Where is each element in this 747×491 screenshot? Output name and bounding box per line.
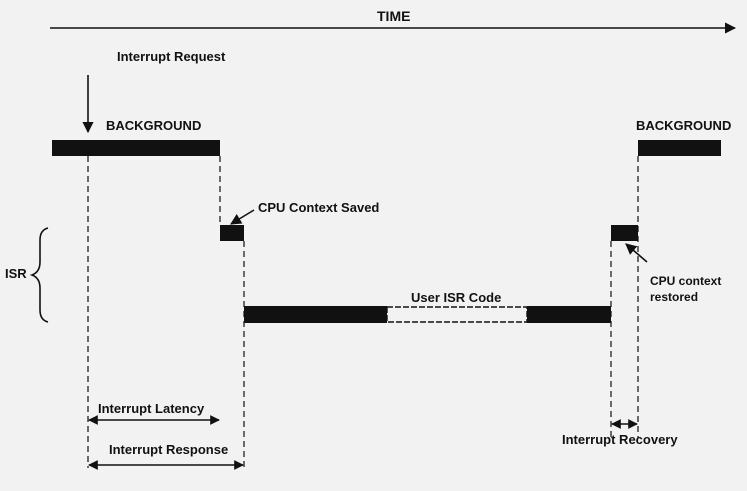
background-label-right: BACKGROUND — [636, 118, 732, 133]
background-bar-right — [638, 140, 721, 156]
isr-bar-segment-2 — [386, 306, 528, 323]
isr-brace — [29, 227, 49, 323]
isr-label: ISR — [5, 266, 27, 281]
cpu-context-restored-arrow — [625, 243, 648, 263]
isr-bar-segment-1 — [244, 306, 387, 323]
interrupt-response-label: Interrupt Response — [109, 442, 229, 457]
cpu-context-restored-label-line1: CPU context — [650, 274, 722, 288]
cpu-context-saved-label: CPU Context Saved — [258, 200, 380, 215]
cpu-context-restore-block — [611, 225, 638, 241]
interrupt-recovery-label: Interrupt Recovery — [562, 432, 678, 447]
time-label: TIME — [377, 8, 411, 24]
cpu-context-saved-arrow — [230, 209, 255, 225]
guide-lines — [87, 156, 639, 468]
interrupt-request-label: Interrupt Request — [117, 49, 226, 64]
cpu-context-restored-label-line2: restored — [650, 290, 699, 304]
background-bar-left — [52, 140, 220, 156]
interrupt-latency-label: Interrupt Latency — [98, 401, 205, 416]
isr-bar-segment-3 — [527, 306, 611, 323]
cpu-context-save-block — [220, 225, 244, 241]
background-label-left: BACKGROUND — [106, 118, 202, 133]
user-isr-code-label: User ISR Code — [411, 290, 502, 305]
